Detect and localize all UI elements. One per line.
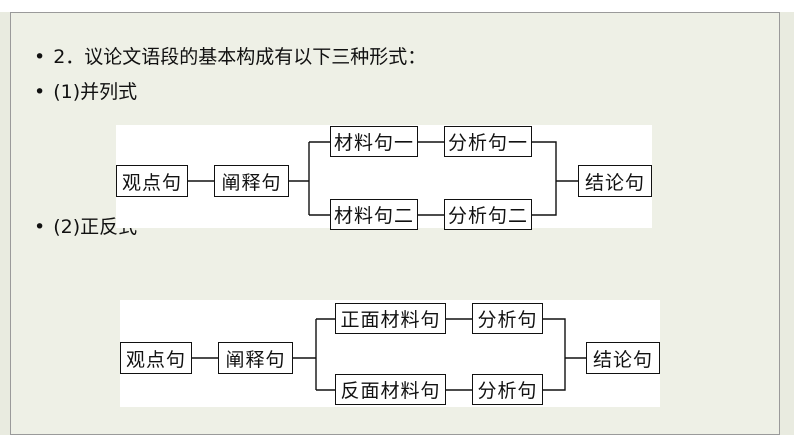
item1-line: • (1)并列式 — [34, 77, 137, 104]
d2-material-pos-box: 正面材料句 — [335, 303, 446, 334]
d2-analysis-1-box: 分析句 — [472, 303, 543, 334]
d1-conclusion-box: 结论句 — [578, 165, 652, 197]
item1-label: (1)并列式 — [53, 81, 138, 103]
d2-material-neg-box: 反面材料句 — [335, 374, 446, 405]
d1-material-2-box: 材料句二 — [330, 199, 418, 230]
slide-heading: 2．议论文语段的基本构成有以下三种形式： — [53, 46, 427, 68]
d1-material-1-box: 材料句一 — [330, 126, 418, 157]
bullet-icon: • — [34, 46, 46, 68]
d2-viewpoint-box: 观点句 — [120, 342, 192, 374]
d1-viewpoint-box: 观点句 — [116, 165, 188, 197]
d2-conclusion-box: 结论句 — [586, 342, 660, 374]
left-border-strip — [0, 12, 12, 435]
right-border-strip — [780, 12, 794, 435]
d1-analysis-2-box: 分析句二 — [444, 199, 532, 230]
d2-explain-box: 阐释句 — [218, 342, 293, 374]
bullet-icon: • — [34, 81, 46, 103]
d2-analysis-2-box: 分析句 — [472, 374, 543, 405]
bullet-icon: • — [34, 216, 46, 238]
heading-line: • 2．议论文语段的基本构成有以下三种形式： — [34, 42, 426, 69]
d1-analysis-1-box: 分析句一 — [444, 126, 532, 157]
d1-explain-box: 阐释句 — [214, 165, 289, 197]
